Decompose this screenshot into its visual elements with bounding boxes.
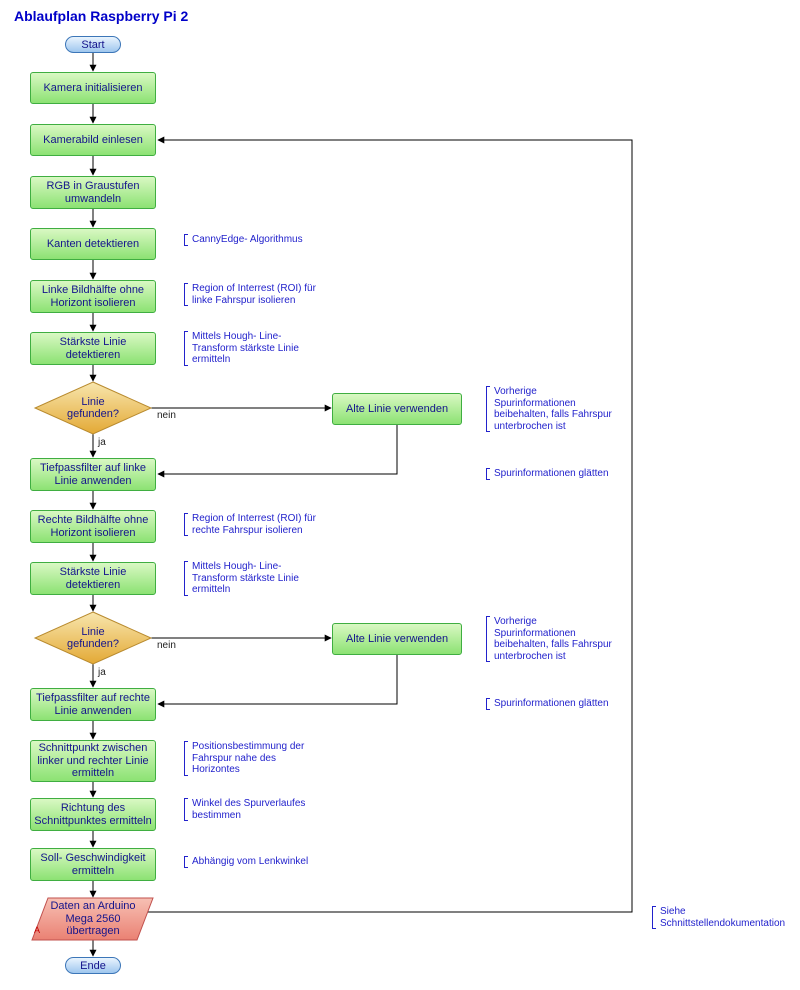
annotation-bracket-icon: [486, 468, 490, 480]
io-parallelogram: [31, 897, 154, 941]
annotation-vorherige-2: Vorherige Spurinformationen beibehalten,…: [486, 616, 612, 662]
annotation-hough-1: Mittels Hough- Line- Transform stärkste …: [184, 331, 299, 366]
annotation-schnittstellendoku: Siehe Schnittstellendokumentation: [652, 906, 785, 929]
process-richtung: Richtung des Schnittpunktes ermitteln: [30, 798, 156, 831]
process-linke-bildhaelfte: Linke Bildhälfte ohne Horizont isolieren: [30, 280, 156, 313]
edge-label-ja-2: ja: [98, 667, 106, 678]
annotation-bracket-icon: [184, 856, 188, 868]
annotation-hough-2: Mittels Hough- Line- Transform stärkste …: [184, 561, 299, 596]
annotation-glaetten-1: Spurinformationen glätten: [486, 468, 609, 480]
io-label: Daten an Arduino Mega 2560 übertragen: [50, 900, 136, 938]
edge-label-nein-2: nein: [157, 640, 176, 651]
page-title: Ablaufplan Raspberry Pi 2: [14, 8, 189, 24]
annotation-bracket-icon: [486, 386, 490, 432]
process-kanten-detektieren: Kanten detektieren: [30, 228, 156, 260]
annotation-cannyedge: CannyEdge- Algorithmus: [184, 234, 303, 246]
edge-label-ja-1: ja: [98, 437, 106, 448]
process-alte-linie-2: Alte Linie verwenden: [332, 623, 462, 655]
terminal-start: Start: [65, 36, 121, 53]
annotation-bracket-icon: [184, 741, 188, 776]
annotation-bracket-icon: [184, 513, 188, 536]
annotation-bracket-icon: [184, 331, 188, 366]
annotation-bracket-icon: [184, 234, 188, 246]
annotation-bracket-icon: [652, 906, 656, 929]
io-connector-letter: A: [34, 925, 41, 935]
process-tiefpass-rechte: Tiefpassfilter auf rechte Linie anwenden: [30, 688, 156, 721]
decision-diamond-left-line: [33, 381, 153, 435]
process-kamerabild-einlesen: Kamerabild einlesen: [30, 124, 156, 156]
annotation-bracket-icon: [184, 561, 188, 596]
annotation-bracket-icon: [486, 698, 490, 710]
decision-label-1: Linie gefunden?: [67, 395, 119, 421]
annotation-bracket-icon: [184, 798, 188, 821]
decision-label-2: Linie gefunden?: [67, 625, 119, 651]
annotation-glaetten-2: Spurinformationen glätten: [486, 698, 609, 710]
annotation-bracket-icon: [486, 616, 490, 662]
process-rgb-graustufen: RGB in Graustufen umwandeln: [30, 176, 156, 209]
process-kamera-initialisieren: Kamera initialisieren: [30, 72, 156, 104]
annotation-winkel: Winkel des Spurverlaufes bestimmen: [184, 798, 305, 821]
annotation-bracket-icon: [184, 283, 188, 306]
terminal-end: Ende: [65, 957, 121, 974]
process-staerkste-linie-1: Stärkste Linie detektieren: [30, 332, 156, 365]
annotation-roi-links: Region of Interrest (ROI) für linke Fahr…: [184, 283, 316, 306]
annotation-lenkwinkel: Abhängig vom Lenkwinkel: [184, 856, 308, 868]
annotation-positionsbestimmung: Positionsbestimmung der Fahrspur nahe de…: [184, 741, 304, 776]
process-alte-linie-1: Alte Linie verwenden: [332, 393, 462, 425]
annotation-vorherige-1: Vorherige Spurinformationen beibehalten,…: [486, 386, 612, 432]
process-schnittpunkt: Schnittpunkt zwischen linker und rechter…: [30, 740, 156, 782]
decision-diamond-right-line: [33, 611, 153, 665]
process-tiefpass-linke: Tiefpassfilter auf linke Linie anwenden: [30, 458, 156, 491]
annotation-roi-rechts: Region of Interrest (ROI) für rechte Fah…: [184, 513, 316, 536]
process-rechte-bildhaelfte: Rechte Bildhälfte ohne Horizont isoliere…: [30, 510, 156, 543]
process-soll-geschwindigkeit: Soll- Geschwindigkeit ermitteln: [30, 848, 156, 881]
process-staerkste-linie-2: Stärkste Linie detektieren: [30, 562, 156, 595]
edge-label-nein-1: nein: [157, 410, 176, 421]
